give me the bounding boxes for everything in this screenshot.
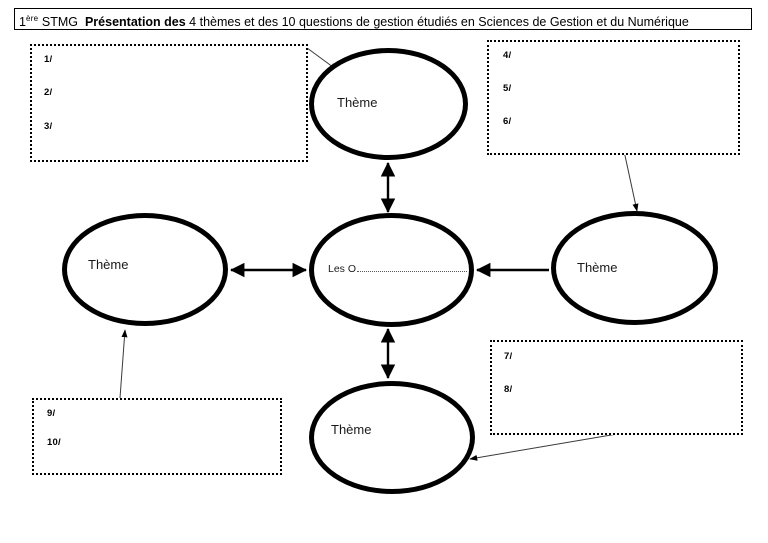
- center-node[interactable]: [309, 213, 474, 327]
- theme-node-bottom-label: Thème: [331, 422, 372, 437]
- title-level-suffix: STMG: [38, 15, 79, 30]
- title-rest: 4 thèmes et des 10 questions de gestion …: [185, 15, 689, 30]
- question-box-bottom-right[interactable]: 7/ 8/: [490, 340, 743, 435]
- theme-node-right[interactable]: [551, 211, 718, 325]
- leader-box-topright-to-theme-right: [623, 150, 639, 212]
- question-number: 4/: [503, 50, 512, 61]
- question-number: 5/: [503, 83, 512, 94]
- center-node-blank-line[interactable]: [357, 262, 468, 272]
- question-number: 2/: [44, 87, 53, 98]
- theme-node-left-label: Thème: [88, 257, 129, 272]
- leader-box-botleft-to-theme-left: [119, 329, 128, 399]
- question-number: 8/: [504, 384, 513, 395]
- question-number: 6/: [503, 116, 512, 127]
- question-box-top-left[interactable]: 1/ 2/ 3/: [30, 44, 308, 162]
- theme-node-top-label: Thème: [337, 95, 378, 110]
- document-title-banner: 1ère STMG Présentation des 4 thèmes et d…: [14, 8, 752, 30]
- center-node-label-prefix: Les O: [328, 263, 357, 275]
- question-box-top-right[interactable]: 4/ 5/ 6/: [487, 40, 740, 155]
- title-emphasis: Présentation des: [84, 15, 186, 30]
- question-number: 1/: [44, 54, 53, 65]
- title-level-superscript: ère: [25, 14, 39, 23]
- question-number: 7/: [504, 351, 513, 362]
- center-node-label: Les O: [328, 262, 468, 275]
- question-number: 10/: [47, 437, 61, 448]
- question-box-bottom-left[interactable]: 9/ 10/: [32, 398, 282, 475]
- title-level-prefix: 1: [19, 15, 26, 30]
- theme-node-bottom[interactable]: [309, 381, 475, 494]
- leader-box-botright-to-theme-bottom: [469, 433, 618, 461]
- theme-node-left[interactable]: [62, 213, 228, 326]
- theme-node-right-label: Thème: [577, 260, 618, 275]
- question-number: 9/: [47, 408, 56, 419]
- question-number: 3/: [44, 121, 53, 132]
- theme-node-top[interactable]: [309, 48, 468, 160]
